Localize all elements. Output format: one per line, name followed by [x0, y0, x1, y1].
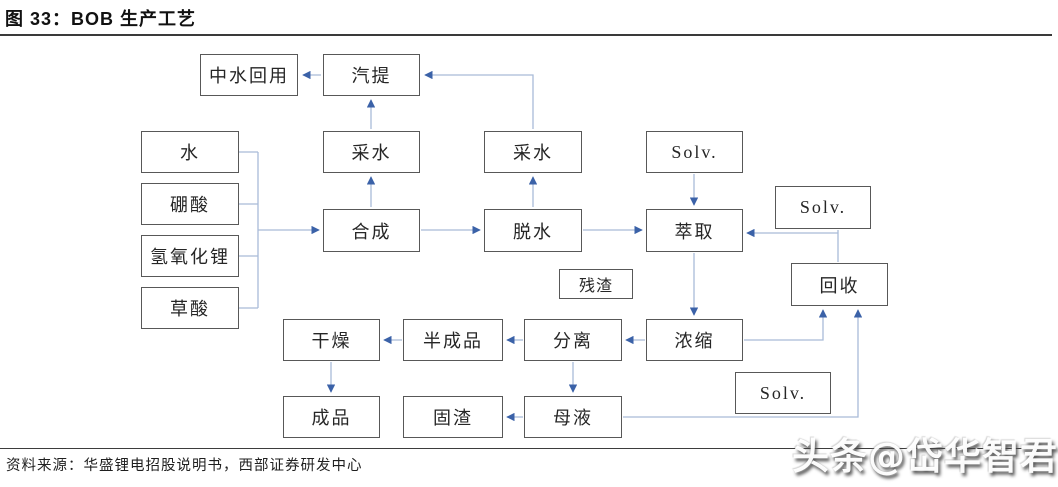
flow-node-water-collection-1: 采水: [323, 131, 420, 173]
flow-node-extraction: 萃取: [646, 209, 743, 252]
flow-node-mother-liquor: 母液: [524, 396, 622, 438]
edge-concentration-to-recovery: [744, 309, 828, 341]
title-underline: [0, 34, 1052, 36]
flow-node-semi-finished: 半成品: [403, 319, 503, 361]
flow-node-oxalic-acid: 草酸: [141, 287, 239, 329]
flow-node-recovery: 回收: [791, 263, 888, 306]
flow-node-solvent-top: Solv.: [646, 131, 743, 173]
flow-node-water: 水: [141, 131, 239, 173]
flow-node-reclaimed-water-reuse: 中水回用: [200, 54, 298, 96]
figure-title: 图 33：BOB 生产工艺: [5, 9, 197, 29]
flow-node-lithium-hydroxide: 氢氧化锂: [141, 235, 239, 277]
source-note: 资料来源：华盛锂电招股说明书，西部证券研发中心: [6, 458, 363, 474]
flow-node-residue: 残渣: [559, 269, 633, 299]
flow-node-water-collection-2: 采水: [484, 131, 582, 173]
toutiao-watermark: 头条@岱华智君: [792, 435, 1058, 478]
flow-node-boric-acid: 硼酸: [141, 183, 239, 225]
flow-node-drying: 干燥: [283, 319, 380, 361]
edge-collection2-to-stripping: [424, 70, 534, 129]
flow-node-separation: 分离: [524, 319, 622, 361]
flow-node-solvent-right: Solv.: [775, 186, 871, 229]
flow-node-concentration: 浓缩: [646, 319, 743, 361]
flow-node-solvent-bottom: Solv.: [735, 372, 831, 414]
flow-node-dehydration: 脱水: [484, 209, 582, 252]
flow-node-solid-residue: 固渣: [403, 396, 503, 438]
flow-node-finished-product: 成品: [283, 396, 380, 438]
flow-node-steam-stripping: 汽提: [323, 54, 420, 96]
flow-node-synthesis: 合成: [323, 209, 420, 252]
source-divider: [0, 448, 1048, 449]
